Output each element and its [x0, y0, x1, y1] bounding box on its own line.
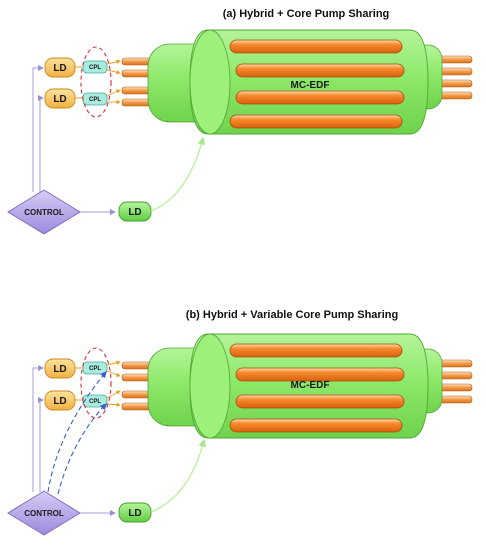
control-diamond-b	[7, 490, 81, 536]
control-label-a: CONTROL	[24, 208, 64, 217]
panel-a: (a) Hybrid + Core Pump Sharing MC-EDF LD…	[7, 8, 473, 235]
ld3-label-a: LD	[128, 207, 141, 218]
control-to-ld2-arrow-a	[38, 95, 44, 192]
ld1-label-a: LD	[53, 63, 66, 74]
ld1-label-b: LD	[53, 364, 66, 375]
ld2-label-b: LD	[53, 396, 66, 407]
cpl1-label-a: CPL	[89, 65, 101, 71]
ld2-label-a: LD	[53, 94, 66, 105]
coupler-1-a	[82, 60, 108, 74]
panel-b: (b) Hybrid + Variable Core Pump Sharing …	[7, 309, 473, 536]
cpl2-label-b: CPL	[89, 399, 101, 405]
control-label-b: CONTROL	[24, 509, 64, 518]
coupler-highlight-ellipse-b	[80, 347, 112, 419]
cpl1-label-b: CPL	[89, 366, 101, 372]
cladding-pump-arrow-b	[150, 438, 207, 513]
coupler-1-b	[82, 361, 108, 375]
cladding-pump-arrow-a	[150, 136, 206, 212]
panel-a-title: (a) Hybrid + Core Pump Sharing	[223, 8, 390, 20]
laser-diode-cladding-a	[118, 201, 152, 222]
variable-control-arrow-2-b	[57, 403, 107, 495]
fiber-label-b: MC-EDF	[291, 380, 330, 391]
cpl2-label-a: CPL	[89, 97, 101, 103]
panel-b-title: (b) Hybrid + Variable Core Pump Sharing	[186, 309, 398, 321]
control-to-ld1-arrow-a	[32, 65, 44, 192]
control-to-ld2-arrow-b	[38, 397, 44, 492]
laser-diode-cladding-b	[118, 502, 152, 523]
variable-control-arrow-1-b	[47, 371, 107, 493]
control-diamond-a	[7, 189, 81, 235]
fiber-label-a: MC-EDF	[291, 80, 330, 91]
ld3-label-b: LD	[128, 508, 141, 519]
control-to-ld1-arrow-b	[32, 365, 44, 492]
coupler-highlight-ellipse-a	[80, 46, 112, 118]
